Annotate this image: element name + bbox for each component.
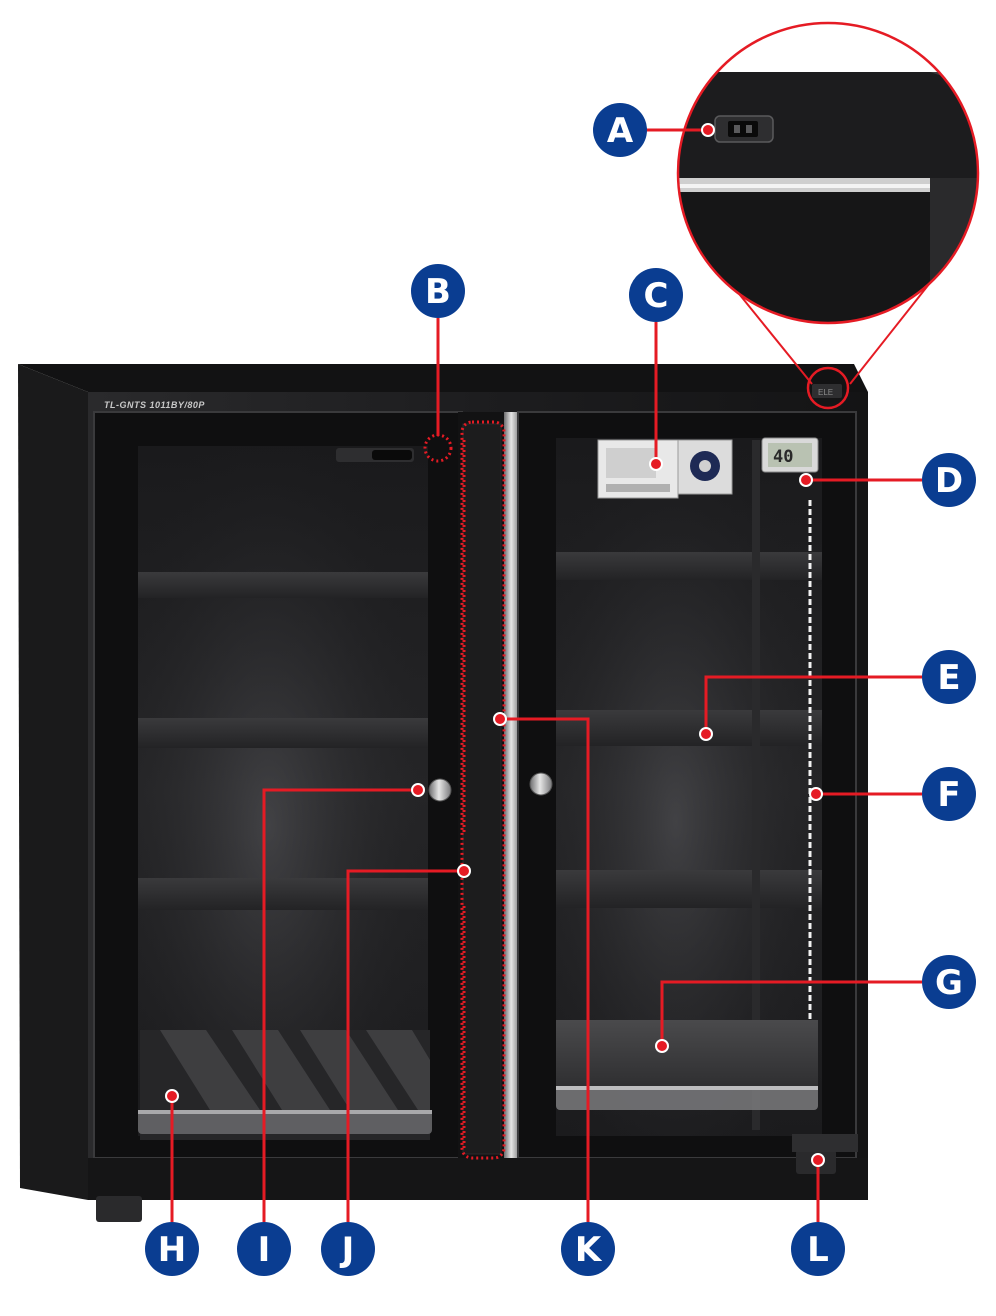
brand-plate-text: ELE	[818, 388, 833, 397]
svg-text:L: L	[807, 1230, 829, 1270]
cabinet: TL-GNTS 1011BY/80P ELE	[18, 364, 868, 1222]
svg-text:K: K	[575, 1230, 603, 1270]
svg-text:H: H	[158, 1230, 186, 1270]
left-shelf-3	[138, 878, 428, 910]
badge-f: F	[922, 767, 976, 821]
left-door-knob	[428, 778, 452, 802]
center-magnetic-strip	[462, 423, 502, 1155]
badge-d: D	[922, 453, 976, 507]
left-shelf-2	[138, 718, 428, 748]
dehumidifier-controller	[597, 439, 733, 499]
cabinet-left-side	[18, 364, 88, 1200]
left-shelf-1	[138, 572, 428, 598]
digital-hygrometer: 40	[761, 437, 819, 473]
badge-l: L	[791, 1222, 845, 1276]
leader-g	[660, 980, 922, 1046]
leader-k	[500, 717, 590, 1222]
left-foot	[96, 1196, 142, 1222]
svg-text:D: D	[935, 461, 963, 501]
camera-insert-tray	[138, 1030, 432, 1140]
badge-c: C	[629, 268, 683, 322]
zoom-ring	[676, 21, 980, 325]
svg-text:B: B	[425, 272, 451, 312]
door-edge-chrome	[504, 412, 520, 1158]
right-door: 40	[517, 411, 857, 1159]
left-door	[93, 411, 463, 1159]
callout-badges: A B C D E F G H	[145, 103, 976, 1276]
svg-text:E: E	[937, 658, 960, 698]
badge-h: H	[145, 1222, 199, 1276]
leader-endpoints	[165, 123, 825, 1167]
leader-lines	[170, 128, 922, 1222]
zoom-target-ring	[806, 366, 850, 410]
brand-label: TL-GNTS 1011BY/80P	[104, 400, 205, 410]
badge-a: A	[593, 103, 647, 157]
badge-e: E	[922, 650, 976, 704]
badge-j: J	[321, 1222, 375, 1276]
brand-plate	[812, 384, 842, 398]
svg-text:I: I	[258, 1230, 271, 1270]
svg-text:A: A	[607, 111, 634, 151]
svg-text:J: J	[340, 1230, 355, 1270]
badge-i: I	[237, 1222, 291, 1276]
badge-k: K	[561, 1222, 615, 1276]
right-shelf-3	[556, 870, 822, 908]
badge-g: G	[922, 955, 976, 1009]
leader-j	[346, 869, 464, 1222]
svg-text:G: G	[935, 963, 963, 1003]
drip-tray	[556, 1020, 818, 1110]
cabinet-base	[88, 1158, 868, 1200]
cabinet-top	[18, 364, 868, 392]
leader-i	[262, 788, 418, 1222]
svg-text:C: C	[644, 276, 669, 316]
zoom-detail	[676, 21, 980, 410]
hygrometer-reading: 40	[773, 447, 793, 467]
svg-text:F: F	[937, 775, 960, 815]
right-door-knob	[529, 772, 553, 796]
right-shelf-2	[556, 710, 822, 746]
seal-highlight-long	[460, 420, 506, 1160]
right-shelf-1	[556, 552, 822, 580]
badge-b: B	[411, 264, 465, 318]
leader-e	[704, 675, 922, 734]
